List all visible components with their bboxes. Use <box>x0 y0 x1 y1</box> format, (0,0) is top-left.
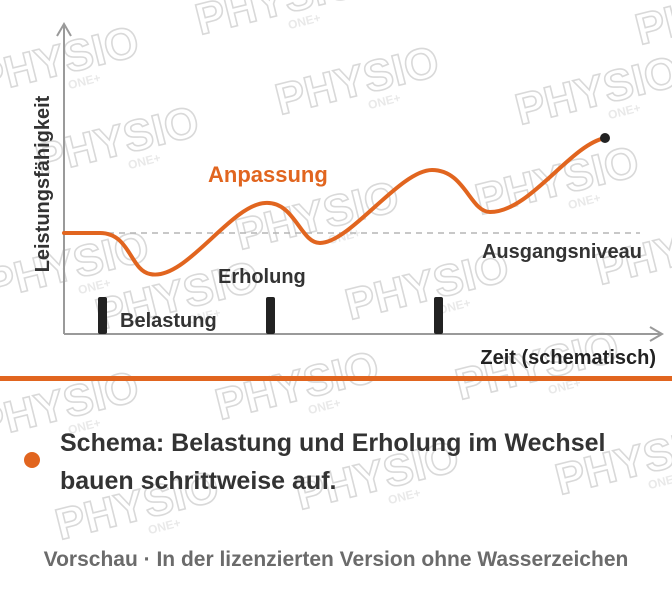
section-divider <box>0 376 672 381</box>
load-marker <box>98 297 107 334</box>
adaptation-curve <box>62 136 607 277</box>
svg-text:PHYSIO: PHYSIO <box>211 342 384 430</box>
svg-text:ONE+: ONE+ <box>647 471 672 493</box>
load-label: Belastung <box>120 310 217 332</box>
x-axis-label: Zeit (schematisch) <box>480 347 656 369</box>
svg-text:PHYSIO: PHYSIO <box>511 47 672 135</box>
load-marker <box>434 297 443 334</box>
svg-text:PHYSIO: PHYSIO <box>271 37 444 125</box>
svg-text:PHYSIO: PHYSIO <box>31 97 204 185</box>
svg-text:PHYSIO: PHYSIO <box>631 0 672 55</box>
bullet-dot <box>24 452 40 468</box>
curve-label: Anpassung <box>208 162 328 187</box>
x-axis-arrow <box>649 326 664 342</box>
recovery-label: Erholung <box>218 266 306 288</box>
y-axis-label: Leistungsfähigkeit <box>32 95 54 272</box>
svg-text:PHYSIO: PHYSIO <box>191 0 364 45</box>
curve-end-dot <box>600 133 610 143</box>
preview-note: Vorschau · In der lizenzierten Version o… <box>43 548 629 571</box>
load-marker <box>266 297 275 334</box>
y-axis-arrow <box>56 22 72 37</box>
axes <box>56 22 664 342</box>
baseline-label: Ausgangsniveau <box>482 241 642 263</box>
caption-text: Schema: Belastung und Erholung im Wechse… <box>60 429 606 495</box>
